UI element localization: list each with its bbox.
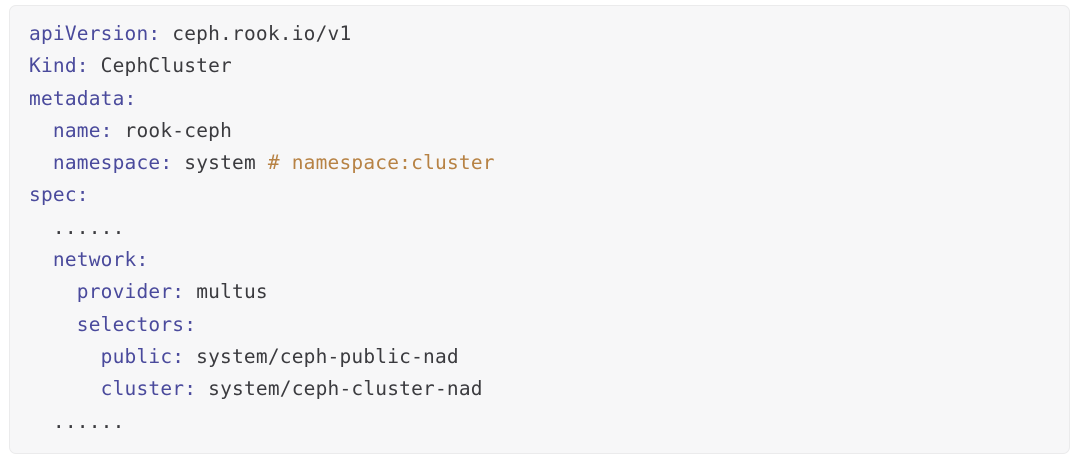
code-line: ...... — [29, 212, 1069, 244]
code-line: ...... — [29, 406, 1069, 438]
code-line: network: — [29, 244, 1069, 276]
indent — [29, 248, 53, 271]
ellipsis-dots: ...... — [52, 409, 125, 433]
yaml-colon: : — [172, 344, 185, 368]
yaml-value: system/ceph-public-nad — [184, 344, 459, 368]
yaml-value: system/ceph-cluster-nad — [196, 377, 483, 401]
yaml-value: ceph.rook.io/v1 — [160, 22, 352, 45]
code-line: metadata: — [29, 83, 1069, 115]
yaml-key: spec — [29, 183, 77, 207]
yaml-colon: : — [76, 183, 89, 207]
yaml-key: public — [100, 344, 173, 368]
indent — [29, 377, 101, 400]
yaml-key: selectors — [76, 312, 185, 336]
yaml-colon: : — [172, 280, 185, 304]
yaml-key: metadata — [29, 86, 125, 110]
yaml-colon: : — [184, 377, 197, 401]
yaml-value: CephCluster — [88, 54, 232, 78]
ellipsis-dots: ...... — [52, 215, 125, 239]
code-line: public: system/ceph-public-nad — [29, 341, 1069, 373]
yaml-key: namespace — [52, 151, 161, 175]
indent — [29, 280, 77, 303]
code-line: namespace: system # namespace:cluster — [29, 147, 1069, 179]
code-line: cluster: system/ceph-cluster-nad — [29, 373, 1069, 405]
yaml-colon: : — [76, 54, 89, 78]
indent — [29, 216, 53, 239]
yaml-key: Kind — [29, 54, 77, 78]
yaml-colon: : — [136, 248, 149, 272]
yaml-key: provider — [76, 280, 173, 304]
code-line: name: rook-ceph — [29, 115, 1069, 147]
yaml-colon: : — [160, 151, 173, 175]
code-line: Kind: CephCluster — [29, 50, 1069, 82]
code-line: apiVersion: ceph.rook.io/v1 — [29, 18, 1069, 50]
yaml-value: multus — [184, 280, 268, 304]
yaml-value: system — [172, 151, 268, 175]
code-line: selectors: — [29, 309, 1069, 341]
yaml-value: rook-ceph — [112, 118, 233, 142]
indent — [29, 119, 53, 142]
indent — [29, 345, 101, 368]
yaml-key: apiVersion — [29, 22, 149, 45]
indent — [29, 313, 77, 336]
code-line: spec: — [29, 179, 1069, 211]
code-line: provider: multus — [29, 276, 1069, 308]
yaml-key: name — [52, 118, 101, 142]
yaml-key: cluster — [100, 377, 185, 401]
indent — [29, 151, 53, 174]
yaml-colon: : — [124, 86, 137, 110]
yaml-colon: : — [184, 312, 197, 336]
indent — [29, 410, 53, 433]
yaml-comment: # namespace:cluster — [267, 151, 495, 175]
yaml-key: network — [52, 248, 137, 272]
yaml-colon: : — [148, 22, 161, 45]
yaml-colon: : — [100, 118, 113, 142]
